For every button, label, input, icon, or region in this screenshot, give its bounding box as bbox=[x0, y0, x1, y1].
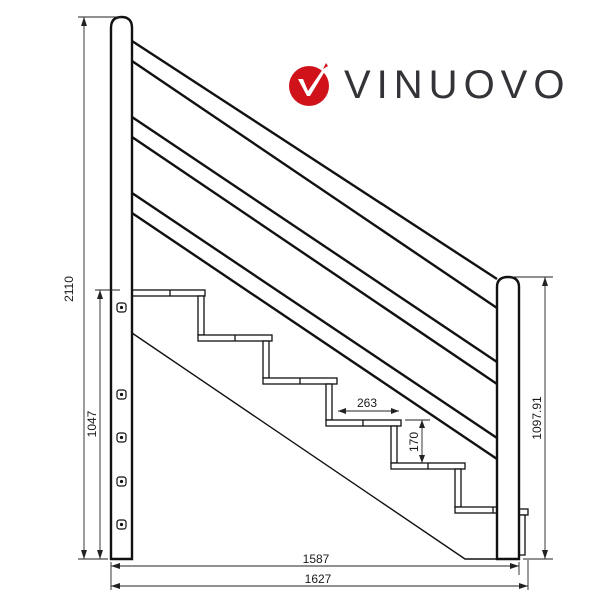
rail-1-top bbox=[131, 39, 498, 281]
rail-1-bottom bbox=[131, 60, 498, 309]
step-1-riser bbox=[197, 295, 205, 336]
dim-inner-length: 1587 bbox=[303, 552, 330, 566]
dim-right-post-height: 1097.91 bbox=[530, 396, 544, 440]
brand-logo: VINUOVO bbox=[288, 62, 578, 108]
step-6-tread bbox=[454, 506, 498, 514]
rail-3-top bbox=[131, 192, 498, 439]
steps bbox=[119, 289, 529, 556]
brand-name: VINUOVO bbox=[344, 63, 571, 107]
step-4-riser bbox=[390, 425, 398, 464]
arrowheads bbox=[81, 17, 548, 589]
checkmark-circle-icon bbox=[288, 62, 334, 108]
step-5-riser bbox=[454, 468, 462, 508]
rail-2-bottom bbox=[131, 136, 498, 385]
dim-riser-height: 170 bbox=[407, 432, 421, 452]
dim-stair-height: 1047 bbox=[85, 410, 99, 437]
bottom-bracket bbox=[518, 508, 529, 516]
dimension-lines bbox=[78, 16, 553, 590]
step-3-riser bbox=[325, 383, 333, 421]
dim-tread-depth: 263 bbox=[357, 396, 377, 410]
dim-total-height: 2110 bbox=[62, 276, 76, 302]
left-post bbox=[109, 15, 134, 561]
rails bbox=[131, 39, 498, 460]
step-2-riser bbox=[262, 340, 270, 379]
rail-3-bottom bbox=[131, 212, 498, 460]
rail-2-top bbox=[131, 116, 498, 363]
dim-total-length: 1627 bbox=[305, 572, 332, 586]
stringer-diagonal bbox=[131, 332, 497, 560]
bolts bbox=[116, 302, 127, 530]
right-post bbox=[495, 275, 521, 561]
